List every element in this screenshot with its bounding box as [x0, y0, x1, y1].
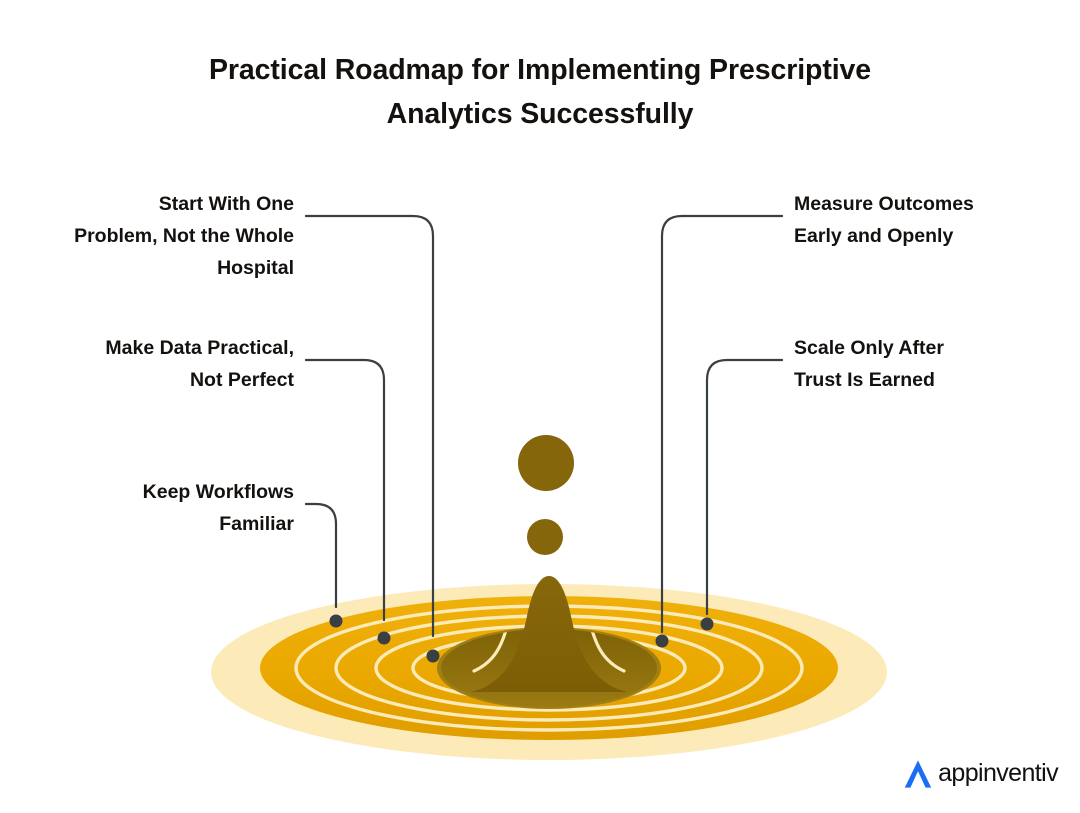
appinventiv-a-mark-icon [904, 760, 932, 788]
droplets [518, 435, 574, 555]
leader-line-measure-outcomes [660, 214, 784, 634]
callout-label-start-with-one-problem: Start With One Problem, Not the Whole Ho… [74, 193, 294, 279]
leader-lines [304, 214, 784, 638]
appinventiv-wordmark: appinventiv [938, 758, 1058, 787]
droplet-small [527, 519, 563, 555]
callout-label-measure-outcomes: Measure Outcomes Early and Openly [794, 193, 974, 247]
leader-line-keep-workflows-familiar [304, 502, 338, 609]
callout-label-scale-only-after-trust: Scale Only After Trust Is Earned [794, 337, 944, 391]
callout-label-make-data-practical: Make Data Practical, Not Perfect [105, 337, 294, 391]
leader-dot-keep-workflows-familiar [329, 614, 343, 628]
page-title-line-1: Practical Roadmap for Implementing Presc… [208, 54, 872, 86]
splash-spire [470, 576, 628, 692]
leader-line-make-data-practical [304, 358, 386, 622]
droplet-large [518, 435, 574, 491]
leader-line-scale-only-after-trust [705, 358, 784, 616]
leader-end-dots [329, 614, 714, 663]
callout-label-keep-workflows-familiar: Keep Workflows Familiar [142, 481, 294, 535]
page-title-line-2: Analytics Successfully [386, 98, 694, 130]
leader-dot-scale-only-after-trust [700, 617, 714, 631]
leader-dot-measure-outcomes [655, 634, 669, 648]
leader-line-start-with-one-problem [304, 214, 435, 638]
appinventiv-logo[interactable]: appinventiv [901, 757, 1059, 791]
leader-dot-start-with-one-problem [426, 649, 440, 663]
leader-dot-make-data-practical [377, 631, 391, 645]
page-title: Practical Roadmap for Implementing Presc… [0, 48, 1080, 136]
